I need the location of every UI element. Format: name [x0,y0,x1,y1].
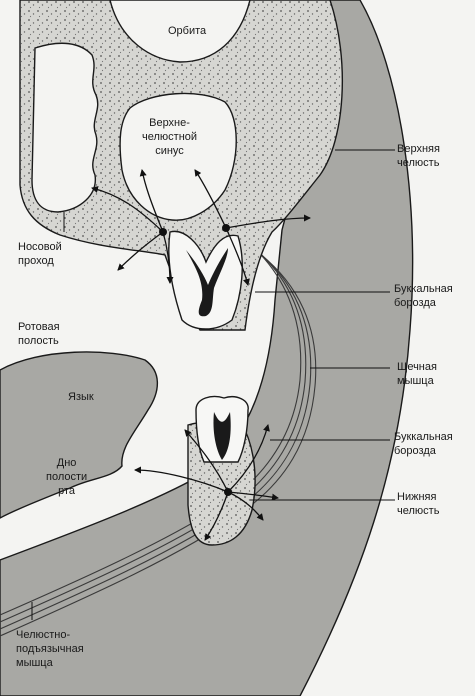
label-tongue: Язык [68,390,94,404]
label-oral-cavity: Ротовая полость [18,320,60,348]
label-mylohyoid: Челюстно- подъязычная мышца [16,628,84,670]
label-buccinator: Щечная мышца [397,360,437,388]
upper-spread-point-right [222,224,230,232]
lower-spread-point [224,488,232,496]
upper-spread-point-left [159,228,167,236]
label-lower-jaw: Нижняя челюсть [397,490,439,518]
label-nasal-passage: Носовой проход [18,240,62,268]
label-upper-jaw: Верхняя челюсть [397,142,440,170]
label-buccal-groove-upper: Буккальная борозда [394,282,453,310]
label-orbit: Орбита [168,24,206,38]
label-maxillary-sinus: Верхне- челюстной синус [142,116,197,158]
nasal-passage-cavity [32,43,98,212]
label-floor-of-mouth: Дно полости рта [46,456,87,498]
label-buccal-groove-lower: Буккальная борозда [394,430,453,458]
